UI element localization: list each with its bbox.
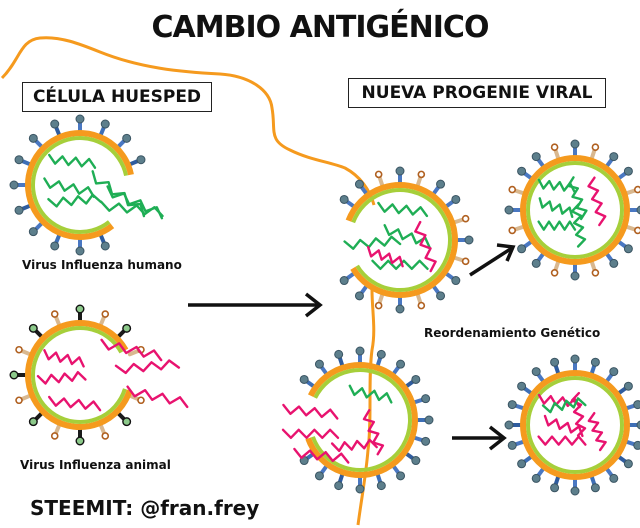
rna-strand-icon [414,220,437,273]
credit-label: STEEMIT: @fran.frey [30,496,260,520]
rna-strand-icon [570,202,587,248]
rna-strand-icon [570,391,587,437]
page-title: CAMBIO ANTIGÉNICO [151,10,490,45]
virus-progeny-reassortant-2 [504,354,640,496]
rna-strand-icon [48,395,102,412]
host-cell-boundary [0,36,376,206]
rna-strand-icon [43,349,85,368]
rna-strand-icon [587,176,607,227]
progeny-label: NUEVA PROGENIE VIRAL [348,78,606,108]
virus-progeny-reassortant-1 [504,139,640,281]
arrow-icon [452,425,507,451]
rna-strand-icon [47,193,103,208]
rna-strand-icon [567,176,588,221]
rna-strand-icon [43,177,95,198]
arrow-icon [469,243,516,277]
reassortment-label: Reordenamiento Genético [424,326,601,340]
arrow-icon [188,292,323,318]
animal-virus-label: Virus Influenza animal [20,458,171,472]
rna-strand-icon [587,412,607,452]
rna-strand-icon [282,403,339,420]
virus-influenza-human [9,114,164,256]
rna-strand-icon [48,153,97,169]
rna-strand-icon [114,359,181,375]
rna-strand-icon [543,414,584,438]
rna-strand-icon [377,201,429,218]
virus-infected-host [339,166,474,314]
rna-strand-icon [371,259,429,270]
host-cell-boundary-lower [356,289,376,526]
rna-strand-icon [362,409,385,456]
rna-strand-icon [126,385,189,409]
rna-strand-icon [106,185,164,220]
rna-strand-icon [100,200,164,218]
rna-strand-icon [91,170,146,218]
rna-strand-icon [36,371,87,385]
rna-strand-icon [537,435,587,446]
rna-strand-icon [541,397,587,414]
rna-strand-icon [281,428,340,439]
rna-strand-icon [293,447,350,464]
virus-influenza-animal [9,304,189,446]
rna-strand-icon [367,246,404,268]
rna-strand-icon [330,438,378,453]
rna-strand-icon [348,384,393,404]
rna-strand-icon [538,197,574,218]
human-virus-label: Virus Influenza humano [22,258,182,272]
virus-infected-host-2 [281,346,434,494]
rna-strand-icon [343,235,402,250]
host-cell-label: CÉLULA HUESPED [22,82,212,112]
rna-strand-icon [100,338,163,362]
rna-strand-icon [537,220,577,231]
